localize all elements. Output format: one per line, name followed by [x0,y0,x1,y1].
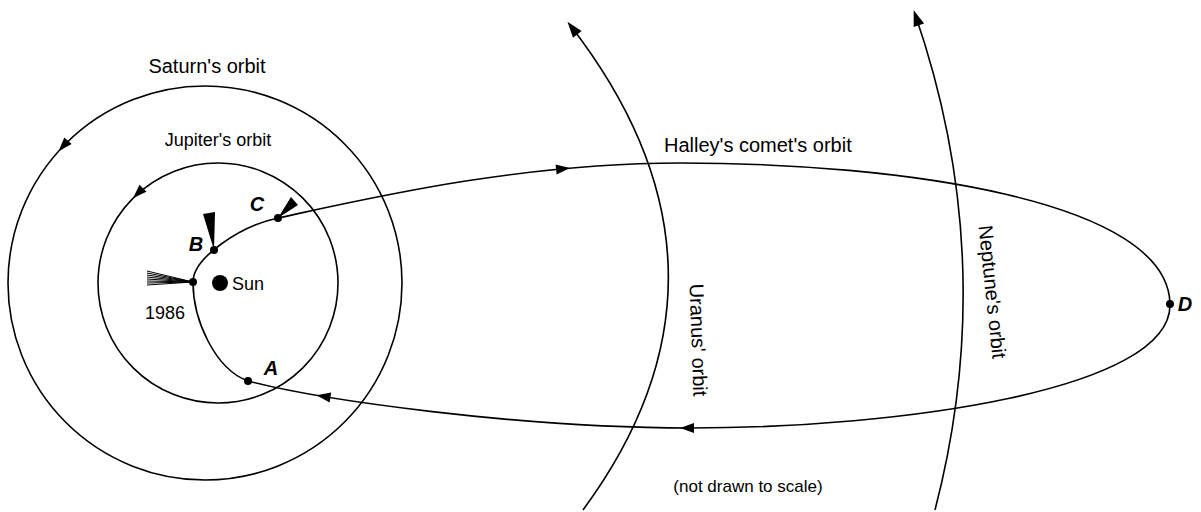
orbit-label: Jupiter's orbit [165,130,271,151]
comet-tail [278,197,298,218]
comet-position [1166,300,1174,308]
orbit-arrowhead [680,423,694,433]
orbit-arrowhead [568,22,582,38]
orbit-arrowhead [914,10,924,27]
uranus-orbit [570,25,668,510]
position-letter: B [189,233,203,256]
jupiter-orbit [98,163,338,403]
orbit-arrowhead [133,185,146,198]
sun-symbol [212,275,228,291]
comet-tail [147,271,193,285]
neptune-orbit [915,14,963,510]
halley-orbit [193,163,1170,428]
orbit-label: Saturn's orbit [148,55,265,78]
position-letter: A [264,357,278,380]
orbit-label: Neptune's orbit [974,224,1011,360]
position-letter: C [250,193,264,216]
orbit-arrowhead [317,393,332,403]
orbit-label: Halley's comet's orbit [664,134,852,157]
orbit-label: Uranus' orbit [685,283,712,396]
comet-tail [203,212,215,250]
sun-label: Sun [232,274,264,295]
orbit-arrowhead [556,164,570,174]
position-letter: D [1178,293,1192,316]
year-label: 1986 [145,303,185,324]
comet-position [244,377,252,385]
saturn-orbit [8,86,402,480]
scale-note: (not drawn to scale) [673,477,822,497]
orbit-arrowhead [59,138,72,152]
